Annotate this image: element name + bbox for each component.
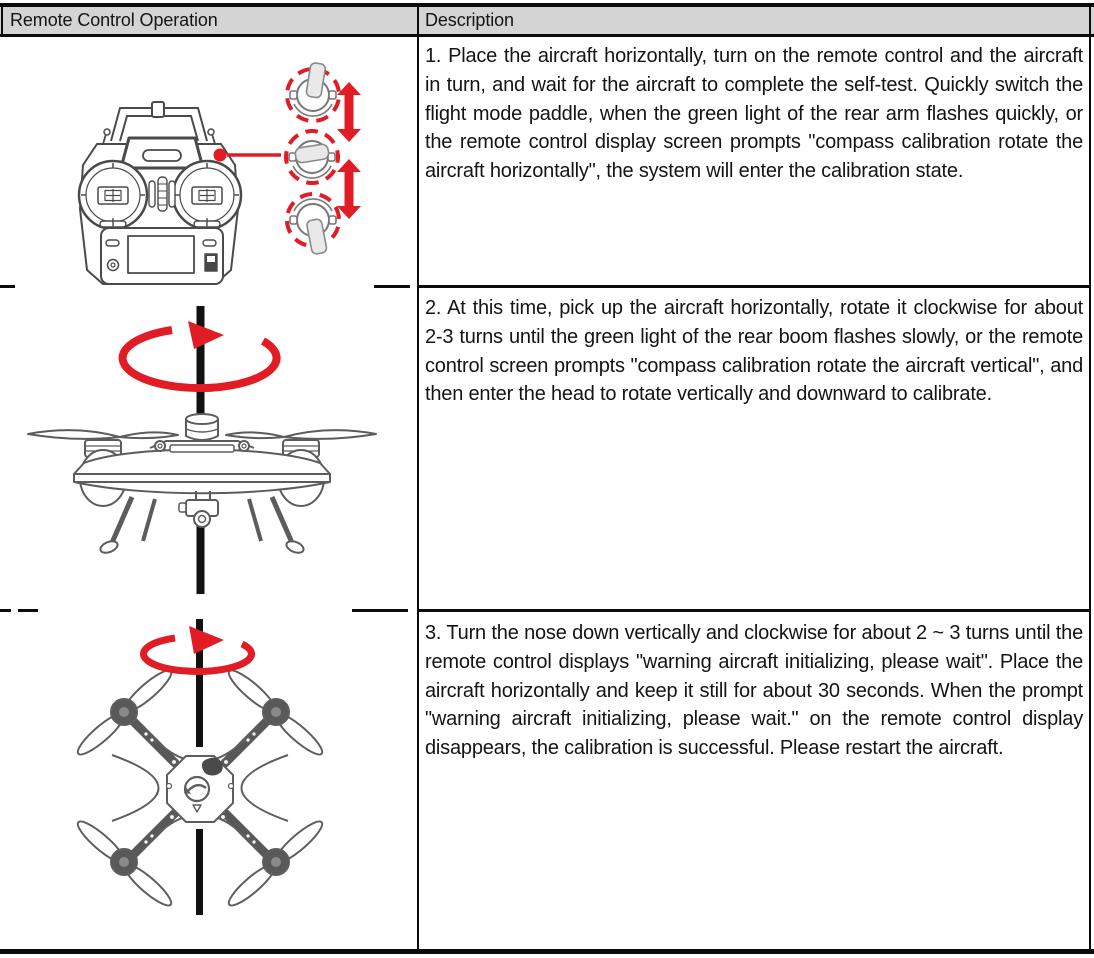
toggle-switch-down-icon — [285, 192, 341, 255]
clockwise-rotation-arrow-icon — [140, 626, 255, 675]
toggle-switch-up-icon — [285, 62, 341, 123]
table-header-background — [0, 7, 1094, 34]
table-border-bottom — [0, 949, 1094, 954]
row-1-illustration-cell — [0, 37, 417, 287]
row-3-illustration-cell — [0, 613, 417, 950]
up-down-arrow-icon — [337, 159, 361, 219]
remote-control-illustration — [77, 62, 361, 285]
row2-left-dash-b — [18, 609, 38, 612]
drone-top-illustration — [76, 619, 324, 915]
up-down-arrow-icon — [337, 82, 361, 142]
header-bottom-rule — [0, 34, 1094, 37]
aircraft-top-drawing — [76, 669, 324, 907]
pointer-line — [213, 148, 281, 162]
transmitter-drawing — [77, 101, 243, 285]
row-1-description: 1. Place the aircraft horizontally, turn… — [425, 45, 1083, 183]
row2-left-dash-a — [0, 609, 11, 612]
row1-right-dash — [374, 285, 410, 288]
row-3-description: 3. Turn the nose down vertically and clo… — [425, 622, 1083, 760]
table-border-right — [1089, 3, 1091, 951]
row-2-description: 2. At this time, pick up the aircraft ho… — [425, 297, 1083, 406]
table-border-top — [0, 3, 1094, 7]
column-divider — [417, 3, 419, 951]
row2-right-dash — [352, 609, 408, 612]
clockwise-rotation-arrow-icon — [118, 321, 281, 393]
rotation-axis-line — [196, 306, 205, 594]
header-operation-cell: Remote Control Operation — [10, 10, 218, 30]
rotation-axis-line — [196, 619, 203, 915]
row-separator-2 — [417, 609, 1090, 612]
drone-front-illustration — [27, 306, 377, 594]
row1-left-dash — [0, 285, 15, 288]
header-description-cell: Description — [425, 10, 514, 30]
toggle-switch-middle-icon — [284, 129, 340, 185]
aircraft-front-drawing — [27, 413, 377, 554]
row-2-illustration-cell — [0, 288, 417, 611]
flight-mode-switch-positions — [213, 62, 361, 255]
row-separator-1 — [417, 285, 1090, 288]
header-left-border — [1, 3, 3, 37]
